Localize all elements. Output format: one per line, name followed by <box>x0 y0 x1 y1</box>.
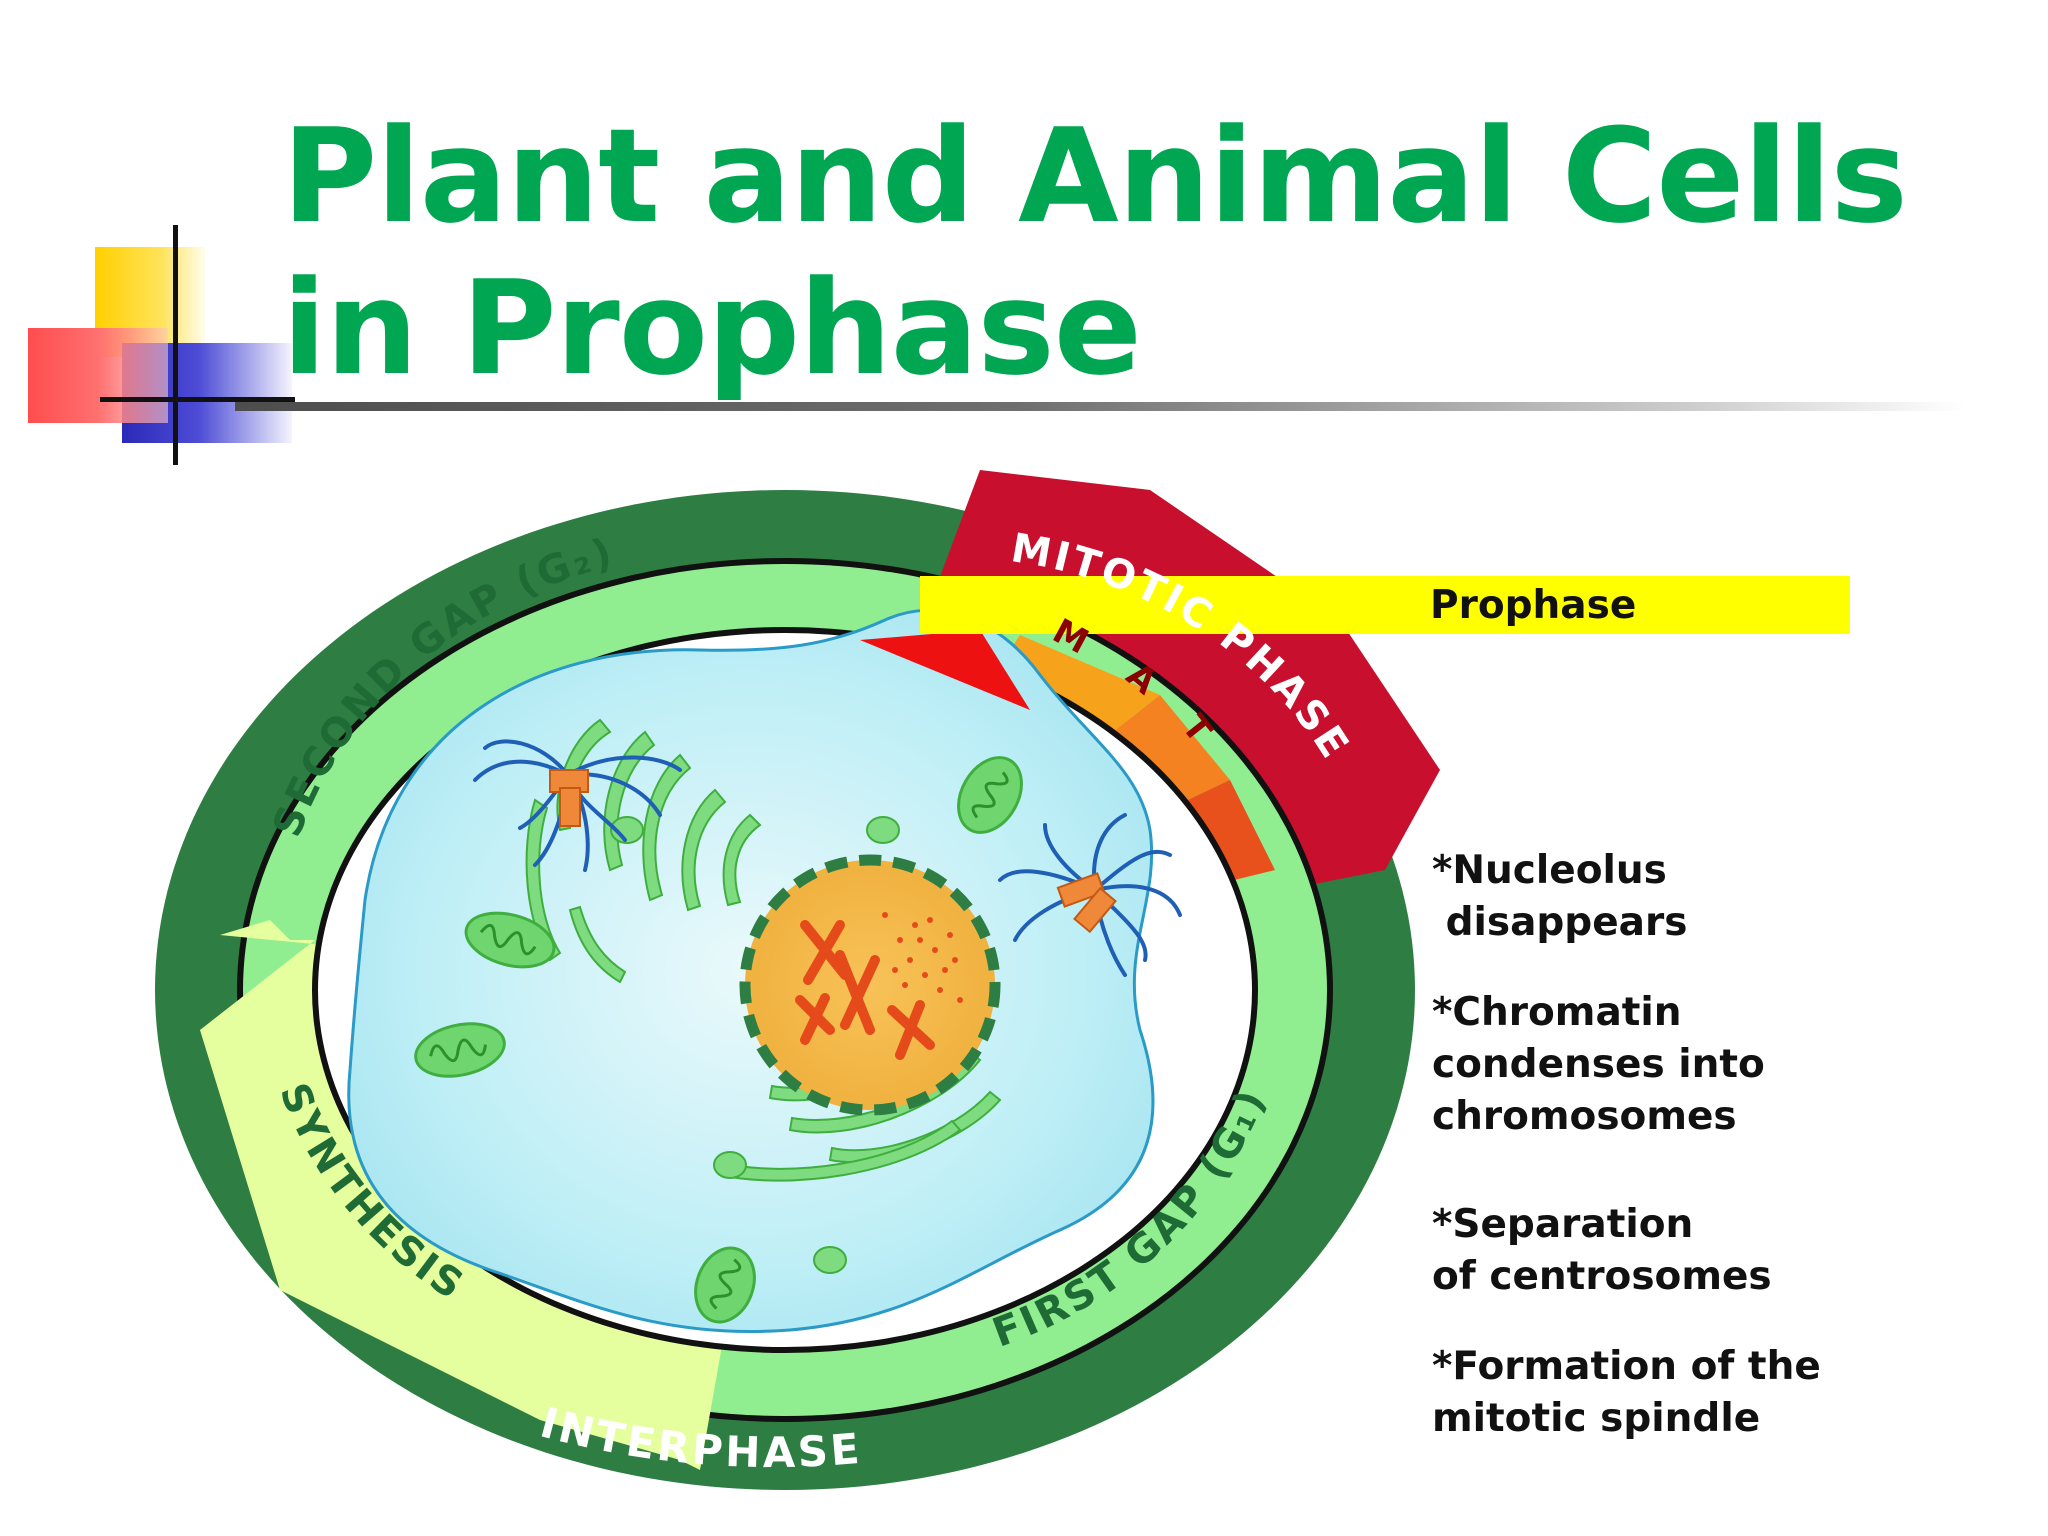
crosshair-horizontal <box>100 397 295 402</box>
note-centrosomes: *Separation of centrosomes <box>1432 1202 1772 1299</box>
centrosome-right <box>998 813 1182 977</box>
note-spindle: *Formation of the mitotic spindle <box>1432 1344 1821 1441</box>
prophase-pointer <box>860 630 1030 710</box>
mitochondrion <box>414 1022 506 1078</box>
red-square <box>28 328 168 423</box>
nucleus <box>739 854 1001 1116</box>
prophase-callout <box>920 576 1850 634</box>
title-divider <box>235 402 1965 411</box>
centrosome-left <box>473 739 682 872</box>
mitochondria <box>414 756 1023 1324</box>
crosshair-vertical <box>173 225 178 465</box>
note-chromatin: *Chromatin condenses into chromosomes <box>1432 990 1765 1139</box>
prophase-callout-label: Prophase <box>1430 583 1636 628</box>
chromosomes <box>795 920 935 1060</box>
slide-title: Plant and Animal Cells in Prophase <box>282 100 1908 404</box>
chromatin-dots <box>882 912 963 1003</box>
note-nucleolus: *Nucleolus disappears <box>1432 848 1688 945</box>
vesicles <box>610 816 900 1274</box>
decorative-squares <box>25 225 295 465</box>
cell-cycle-diagram: Prophase SECOND GAP (G₂) MITOTIC PHASE S… <box>155 470 1850 1490</box>
